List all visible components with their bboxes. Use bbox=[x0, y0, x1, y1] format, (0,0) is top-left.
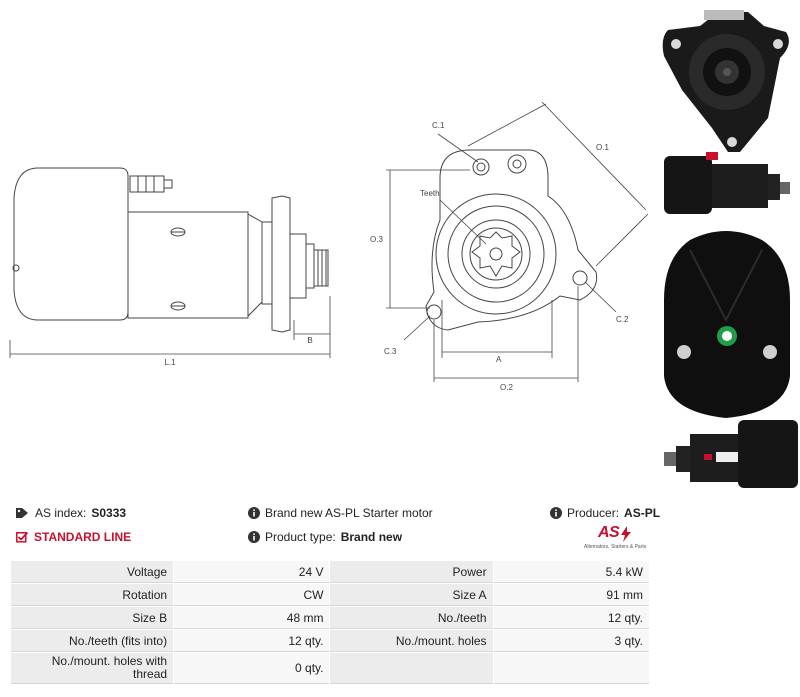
spec-label: Power bbox=[330, 561, 493, 583]
description-text: Brand new AS-PL Starter motor bbox=[265, 506, 433, 520]
spec-label: No./teeth bbox=[330, 607, 493, 629]
technical-drawings: L.1 B C.1 C.2 C.3 O.1 O.2 bbox=[9, 10, 798, 488]
label-o3: O.3 bbox=[370, 235, 383, 244]
photo-side-top bbox=[664, 152, 790, 214]
spec-value: 0 qty. bbox=[174, 653, 330, 684]
standard-line-row: STANDARD LINE bbox=[16, 530, 131, 544]
label-o1: O.1 bbox=[596, 143, 609, 152]
as-index-label: AS index: bbox=[35, 506, 87, 520]
logo-mark: AS bbox=[598, 524, 620, 541]
label-l1: L.1 bbox=[164, 358, 176, 367]
table-row: Voltage 24 V Power 5.4 kW bbox=[11, 561, 649, 583]
spec-label: No./mount. holes bbox=[330, 630, 493, 652]
spec-label: No./teeth (fits into) bbox=[11, 630, 174, 652]
spec-label: Voltage bbox=[11, 561, 174, 583]
spec-label: Size A bbox=[330, 584, 493, 606]
spec-value: 24 V bbox=[174, 561, 330, 583]
label-c1: C.1 bbox=[432, 121, 445, 130]
producer-label: Producer: bbox=[567, 506, 620, 520]
table-row: Rotation CW Size A 91 mm bbox=[11, 584, 649, 606]
spec-value: CW bbox=[174, 584, 330, 606]
label-c2: C.2 bbox=[616, 315, 629, 324]
table-row: Size B 48 mm No./teeth 12 qty. bbox=[11, 607, 649, 629]
label-b: B bbox=[307, 336, 312, 345]
producer-row: Producer: AS-PL bbox=[550, 506, 660, 520]
standard-line-label: STANDARD LINE bbox=[34, 530, 132, 544]
photo-rear-cover bbox=[664, 231, 790, 418]
spec-value: 12 qty. bbox=[174, 630, 330, 652]
label-a: A bbox=[496, 355, 502, 364]
logo-tagline: Alternators, Starters & Parts bbox=[584, 544, 647, 550]
specs-table: Voltage 24 V Power 5.4 kW Rotation CW Si… bbox=[10, 560, 650, 685]
side-view-drawing bbox=[9, 167, 331, 358]
tag-icon bbox=[16, 508, 28, 518]
label-o2: O.2 bbox=[500, 383, 513, 392]
spec-label: No./mount. holes with thread bbox=[11, 653, 174, 684]
spec-value: 12 qty. bbox=[493, 607, 649, 629]
table-row: No./teeth (fits into) 12 qty. No./mount.… bbox=[11, 630, 649, 652]
front-view-drawing bbox=[386, 101, 649, 382]
spec-label: Size B bbox=[11, 607, 174, 629]
spec-label: Rotation bbox=[11, 584, 174, 606]
photo-side-bottom bbox=[664, 420, 798, 488]
spec-value: 91 mm bbox=[493, 584, 649, 606]
info-icon bbox=[248, 507, 260, 519]
table-row: No./mount. holes with thread 0 qty. bbox=[11, 653, 649, 684]
spec-value: 5.4 kW bbox=[493, 561, 649, 583]
label-c3: C.3 bbox=[384, 347, 397, 356]
checkbox-icon bbox=[16, 531, 29, 543]
spec-value bbox=[493, 653, 649, 684]
logo-bolt-icon bbox=[621, 526, 631, 542]
product-type-label: Product type: bbox=[265, 530, 336, 544]
spec-label bbox=[330, 653, 493, 684]
photo-front bbox=[662, 10, 789, 152]
info-icon bbox=[248, 531, 260, 543]
spec-value: 3 qty. bbox=[493, 630, 649, 652]
description-row: Brand new AS-PL Starter motor bbox=[248, 506, 433, 520]
as-index-row: AS index: S0333 bbox=[16, 506, 126, 520]
spec-value: 48 mm bbox=[174, 607, 330, 629]
label-teeth: Teeth bbox=[420, 189, 440, 198]
as-index-value: S0333 bbox=[91, 506, 127, 520]
as-pl-logo: AS Alternators, Starters & Parts bbox=[582, 524, 652, 556]
info-icon bbox=[550, 507, 562, 519]
product-info: AS index: S0333 STANDARD LINE Brand new … bbox=[10, 500, 660, 552]
product-type-row: Product type: Brand new bbox=[248, 530, 402, 544]
product-type-value: Brand new bbox=[340, 530, 403, 544]
producer-value: AS-PL bbox=[624, 506, 661, 520]
